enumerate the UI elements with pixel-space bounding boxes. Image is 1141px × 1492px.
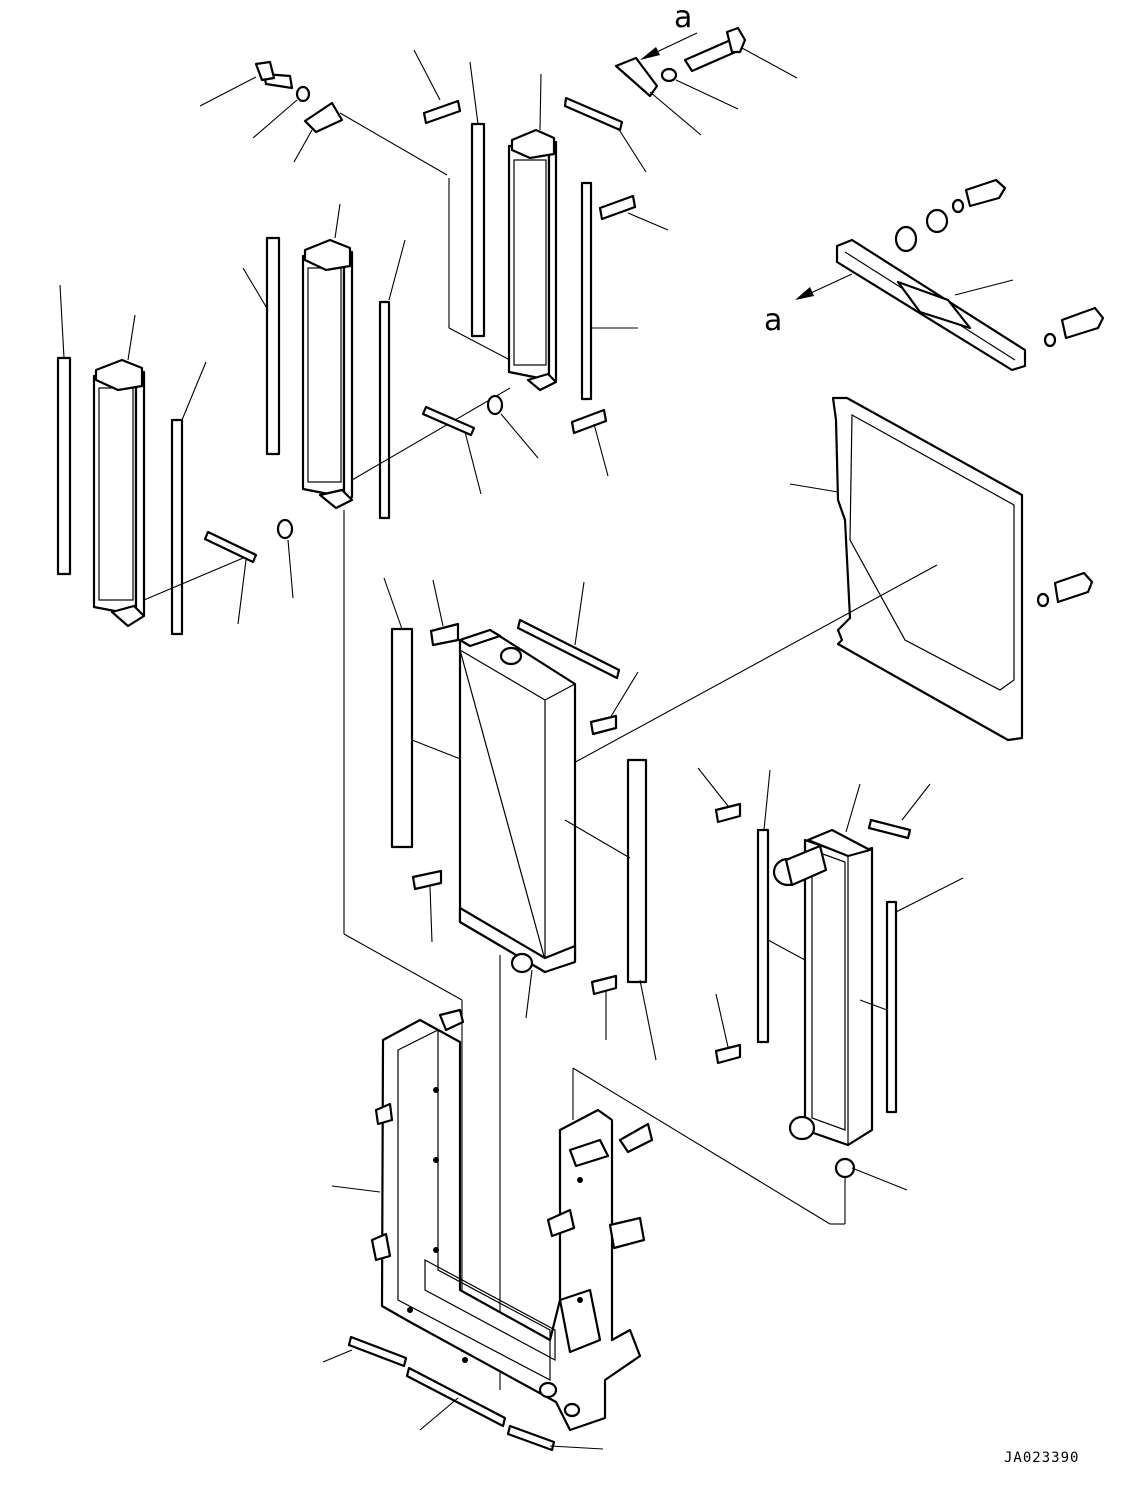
view-arrow-top [640,32,698,60]
drawing-code: JA023390 [1004,1450,1079,1466]
seal-strip-middle [421,405,482,495]
view-label-a-top: a [674,0,692,35]
seal-strip-bottom-1 [322,1335,408,1368]
seal-pad-2 [563,96,647,173]
cooler-middle [242,203,406,520]
cooler-right [697,767,964,1191]
view-label-a-side: a [764,303,782,338]
shroud-panel [569,396,1094,766]
seal-strip-bottom-3 [506,1424,604,1452]
bracket-top-left [293,101,448,176]
washer-top-right [660,67,739,110]
bolt-top-right [683,26,798,79]
seal-pad-3 [598,194,669,231]
seal-pad-1 [413,49,462,125]
cooler-left [56,284,207,636]
o-ring-middle [486,394,539,459]
radiator-main [383,577,657,1061]
bolt-top-left [199,60,294,107]
view-arrow-side [795,273,853,300]
washer-top-left [252,85,311,139]
cooler-upper [448,61,638,401]
seal-pad-4 [570,408,609,477]
bracket-top [614,56,702,136]
seal-strip-bottom-2 [405,1366,507,1431]
support-bracket [835,178,1105,372]
cooler-frame [331,1008,654,1432]
seal-strip-left [203,530,258,625]
o-ring-left [276,518,294,599]
